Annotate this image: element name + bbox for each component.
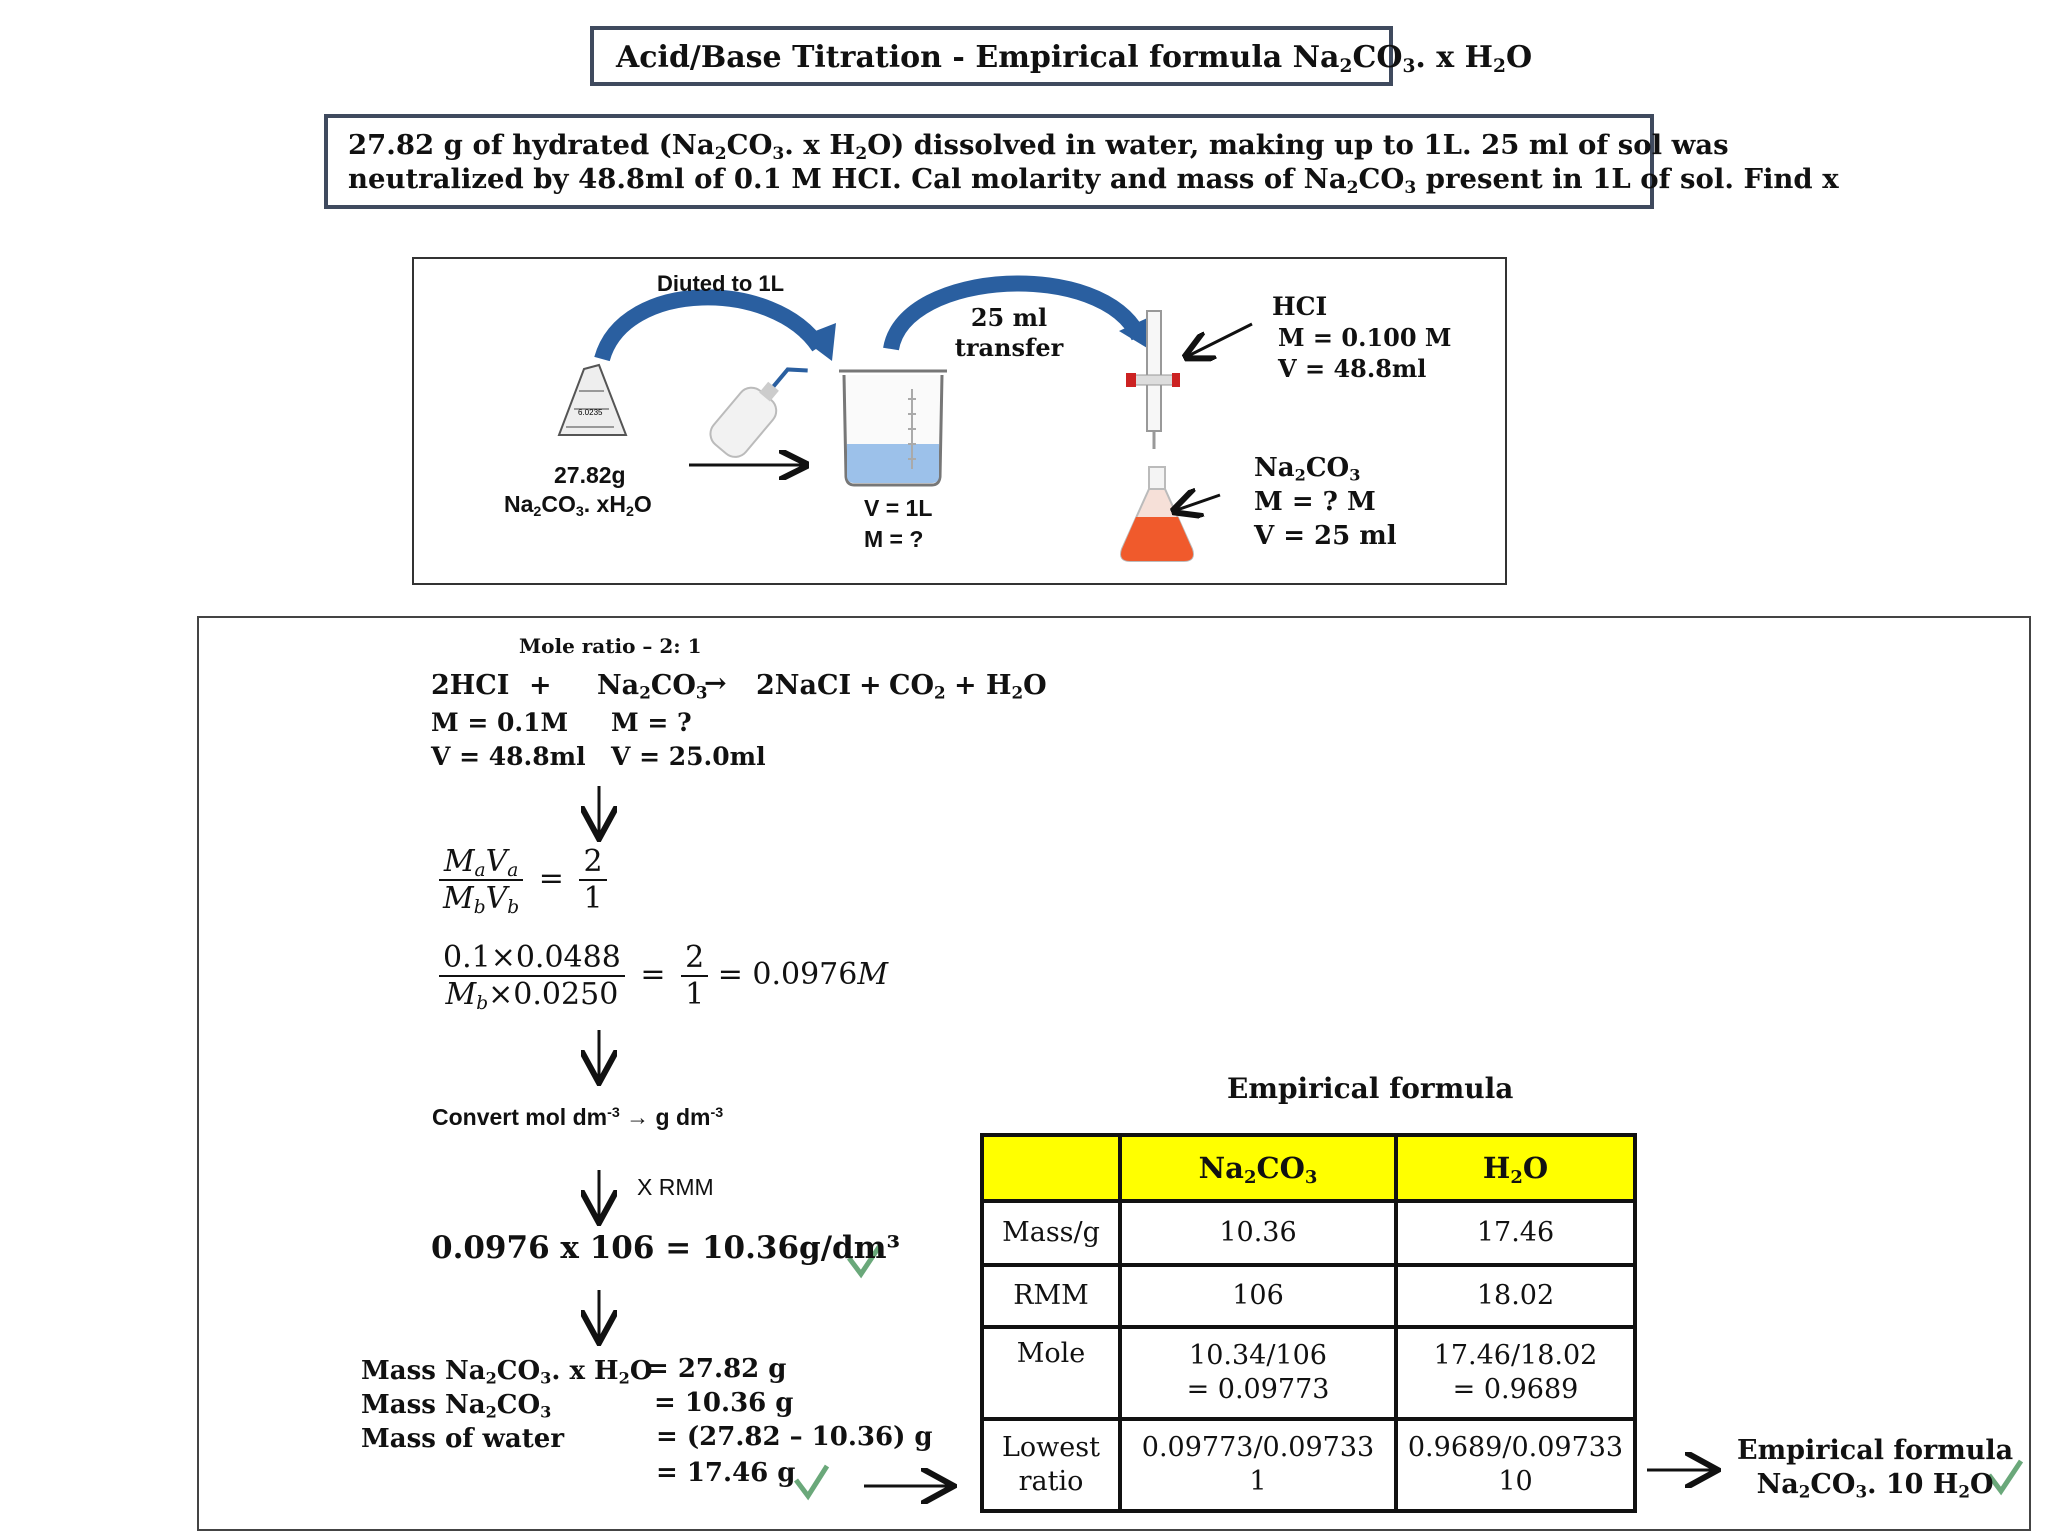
cell: 18.02	[1394, 1263, 1637, 1329]
na2co3-data: M = ?V = 25.0ml	[611, 708, 766, 771]
mass-concentration: 0.0976 x 106 = 10.36g/dm³	[431, 1230, 901, 1266]
problem-line-2: neutralized by 48.8ml of 0.1 M HCI. Cal …	[348, 163, 1839, 198]
eq-plus: +	[529, 670, 552, 701]
transfer-curved-arrow	[883, 275, 1147, 351]
sample-pile	[557, 363, 628, 436]
solution-arrows	[199, 786, 2024, 1529]
check-icon	[1987, 1459, 2024, 1496]
problem-statement: 27.82 g of hydrated (Na2CO3. x H2O) diss…	[324, 114, 1839, 209]
flask-label: Na2CO3 M = ? M V = 25 ml	[1254, 453, 1397, 551]
eq-arrow: →	[704, 668, 727, 699]
table-header-na2co3: Na2CO3	[1118, 1133, 1398, 1203]
sample-formula-label: Na2CO3. xH2O	[504, 491, 652, 520]
row-label: RMM	[980, 1263, 1122, 1329]
eq-na2co3: Na2CO3	[597, 670, 708, 703]
table-row: Mass/g 10.36 17.46	[980, 1199, 1637, 1267]
table-header-empty	[980, 1133, 1122, 1203]
conical-flask	[1120, 466, 1194, 562]
row-label: Mole	[980, 1325, 1122, 1421]
x-rmm-label: X RMM	[637, 1174, 714, 1200]
mole-ratio: Mole ratio – 2: 1	[519, 634, 702, 658]
cell: 17.46/18.02= 0.9689	[1394, 1325, 1637, 1421]
check-icon	[794, 1464, 830, 1501]
wash-bottle	[709, 367, 808, 458]
eq-nacl: 2NaCI	[756, 670, 852, 701]
table-row: RMM 106 18.02	[980, 1263, 1637, 1329]
beaker	[839, 369, 947, 487]
eq-plus: +	[954, 670, 977, 701]
worked-solution: Mole ratio – 2: 1 2HCI + Na2CO3 → 2NaCI …	[197, 616, 2031, 1531]
eq-co2: CO2	[889, 670, 946, 703]
row-label: Mass/g	[980, 1199, 1122, 1267]
mass-labels: Mass Na2CO3. x H2O Mass Na2CO3 Mass of w…	[361, 1356, 653, 1454]
hcl-pointer-arrow	[1186, 322, 1253, 357]
mass-value-1: = 27.82 g	[647, 1354, 787, 1384]
table-title: Empirical formula	[1227, 1072, 1514, 1105]
table-header-row: Na2CO3 H2O	[980, 1133, 1637, 1203]
dilute-curved-arrow	[594, 289, 826, 362]
eq-h2o: H2O	[986, 670, 1047, 703]
eq-plus: +	[859, 670, 882, 701]
dilute-arrow-head	[800, 323, 836, 361]
table-header-h2o: H2O	[1394, 1133, 1637, 1203]
convert-units: Convert mol dm-3 → g dm-3	[432, 1104, 724, 1130]
check-icon	[847, 1242, 884, 1279]
empirical-result: Empirical formula Na2CO3. 10 H2O	[1737, 1435, 2014, 1502]
problem-line-1: 27.82 g of hydrated (Na2CO3. x H2O) diss…	[348, 129, 1729, 164]
apparatus-drawing: 6.0235	[557, 275, 1253, 562]
mass-value-3: = (27.82 – 10.36) g	[656, 1422, 933, 1452]
sample-scale-label: 6.0235	[578, 408, 603, 417]
hcl-label: HCI	[1272, 292, 1328, 321]
row-label: Lowest ratio	[980, 1417, 1122, 1513]
mass-value-2: = 10.36 g	[654, 1388, 794, 1418]
empirical-formula-table: Na2CO3 H2O Mass/g 10.36 17.46 RMM 106 18…	[980, 1133, 1637, 1513]
cell: 106	[1118, 1263, 1398, 1329]
sample-mass-label: 27.82g	[554, 462, 626, 488]
diluted-label: Diuted to 1L	[657, 271, 785, 296]
burette	[1126, 310, 1180, 449]
cell: 10.36	[1118, 1199, 1398, 1267]
table-row: Mole 10.34/106= 0.09773 17.46/18.02= 0.9…	[980, 1325, 1637, 1421]
cell: 10.34/106= 0.09773	[1118, 1325, 1398, 1421]
cell: 17.46	[1394, 1199, 1637, 1267]
flask-pointer-arrow	[1174, 495, 1221, 511]
mass-value-4: = 17.46 g	[656, 1458, 796, 1488]
eq-hcl: 2HCI	[431, 670, 510, 701]
apparatus-diagram: 6.0235 Di	[412, 257, 1507, 585]
page-title: Acid/Base Titration - Empirical formula …	[590, 26, 1532, 86]
